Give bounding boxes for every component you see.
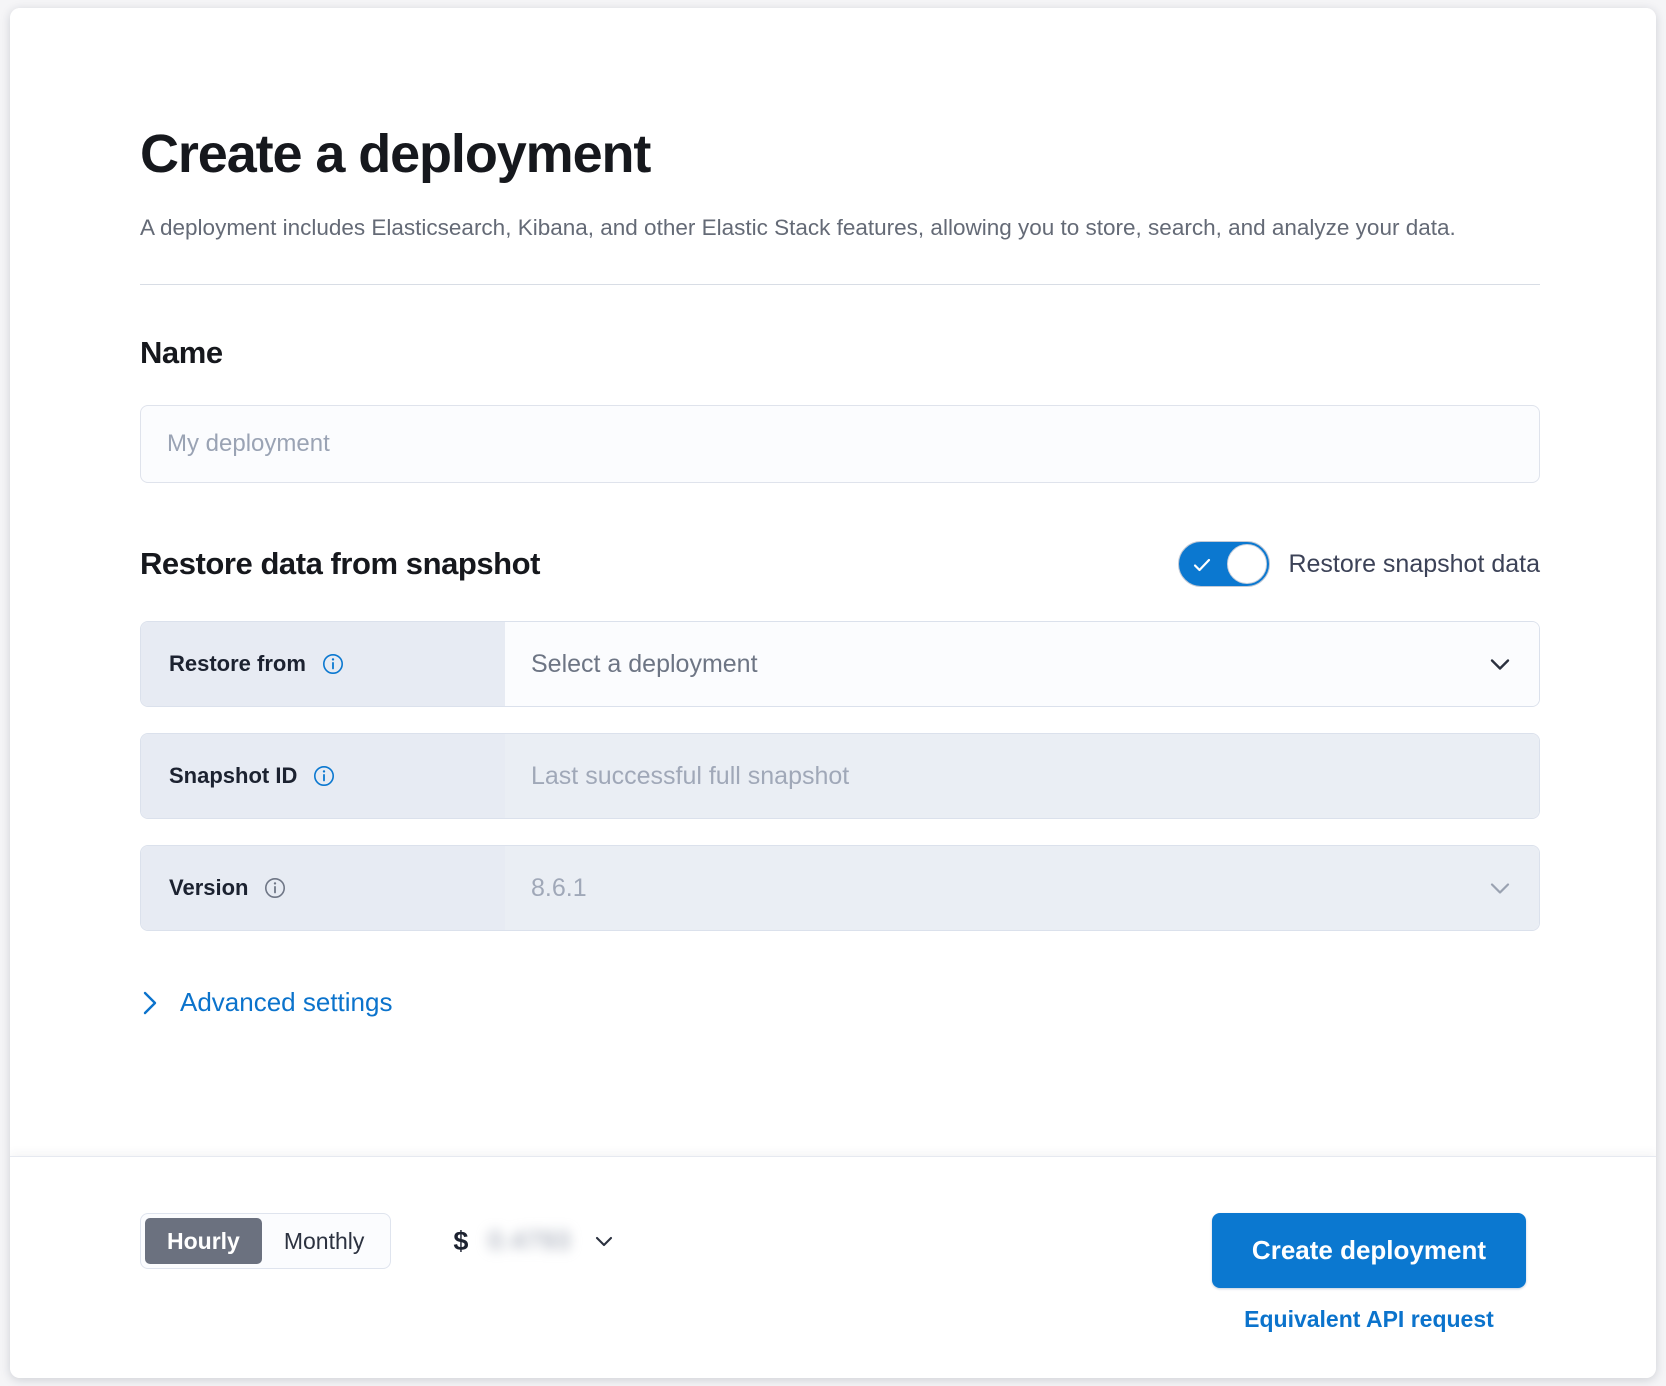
row-version-label: Version bbox=[169, 875, 249, 901]
restore-toggle-label: Restore snapshot data bbox=[1288, 549, 1540, 578]
create-deployment-page: Create a deployment A deployment include… bbox=[10, 8, 1656, 1378]
row-version[interactable]: Version 8.6.1 bbox=[140, 845, 1540, 932]
page-subtitle: A deployment includes Elasticsearch, Kib… bbox=[140, 214, 1456, 240]
row-snapshot-id-label-cell: Snapshot ID bbox=[141, 734, 505, 819]
chevron-down-icon[interactable] bbox=[1485, 873, 1515, 903]
info-icon[interactable] bbox=[313, 765, 335, 787]
form-body: Create a deployment A deployment include… bbox=[10, 8, 1656, 1156]
row-version-label-cell: Version bbox=[141, 846, 505, 931]
restore-toggle-wrap[interactable]: Restore snapshot data bbox=[1178, 541, 1540, 588]
deployment-name-input[interactable]: My deployment bbox=[140, 405, 1540, 484]
row-snapshot-id-value: Last successful full snapshot bbox=[531, 761, 850, 790]
info-icon[interactable] bbox=[322, 653, 344, 675]
row-snapshot-id-label: Snapshot ID bbox=[169, 763, 298, 789]
page-title: Create a deployment bbox=[140, 124, 651, 184]
advanced-settings-toggle[interactable]: Advanced settings bbox=[140, 987, 1540, 1018]
price-amount: 0.4793 bbox=[488, 1226, 571, 1255]
form-content: Create a deployment A deployment include… bbox=[140, 126, 1540, 1018]
deployment-name-placeholder: My deployment bbox=[167, 430, 330, 458]
chevron-down-icon[interactable] bbox=[591, 1228, 617, 1254]
row-snapshot-id-value-cell[interactable]: Last successful full snapshot bbox=[505, 734, 1539, 819]
footer-right: Create deployment Equivalent API request bbox=[1211, 1213, 1526, 1333]
restore-section-title: Restore data from snapshot bbox=[140, 546, 540, 582]
billing-option-hourly[interactable]: Hourly bbox=[145, 1218, 262, 1264]
row-restore-from[interactable]: Restore from Select a deployment bbox=[140, 621, 1540, 708]
name-section: Name My deployment bbox=[140, 335, 1540, 484]
restore-section-header: Restore data from snapshot Restore snaps… bbox=[140, 541, 1540, 588]
chevron-right-icon bbox=[143, 991, 157, 1015]
header-divider bbox=[140, 284, 1540, 286]
footer-inner: Hourly Monthly $ 0.4793 Create deploymen… bbox=[140, 1157, 1526, 1378]
row-restore-from-label: Restore from bbox=[169, 651, 306, 677]
footer-left: Hourly Monthly $ 0.4793 bbox=[140, 1213, 617, 1269]
billing-period-toggle[interactable]: Hourly Monthly bbox=[140, 1213, 392, 1269]
row-version-value-cell[interactable]: 8.6.1 bbox=[505, 846, 1539, 931]
footer-bar: Hourly Monthly $ 0.4793 Create deploymen… bbox=[10, 1156, 1656, 1378]
restore-snapshot-toggle[interactable] bbox=[1178, 541, 1271, 588]
row-restore-from-value: Select a deployment bbox=[531, 649, 758, 678]
toggle-knob bbox=[1227, 544, 1268, 585]
row-snapshot-id[interactable]: Snapshot ID Last successful full snapsho… bbox=[140, 733, 1540, 820]
chevron-down-icon[interactable] bbox=[1485, 649, 1515, 679]
billing-option-monthly[interactable]: Monthly bbox=[283, 1227, 365, 1254]
row-restore-from-label-cell: Restore from bbox=[141, 622, 505, 707]
create-deployment-button[interactable]: Create deployment bbox=[1211, 1213, 1526, 1288]
check-icon bbox=[1194, 559, 1211, 572]
restore-form-rows: Restore from Select a deployment bbox=[140, 621, 1540, 932]
row-restore-from-value-cell[interactable]: Select a deployment bbox=[505, 622, 1539, 707]
price-display[interactable]: $ 0.4793 bbox=[453, 1226, 617, 1257]
advanced-settings-label: Advanced settings bbox=[180, 987, 393, 1018]
price-currency: $ bbox=[453, 1225, 469, 1256]
equivalent-api-request-link[interactable]: Equivalent API request bbox=[1244, 1306, 1494, 1332]
name-section-title: Name bbox=[140, 335, 223, 371]
row-version-value: 8.6.1 bbox=[531, 873, 587, 902]
info-icon[interactable] bbox=[264, 877, 286, 899]
